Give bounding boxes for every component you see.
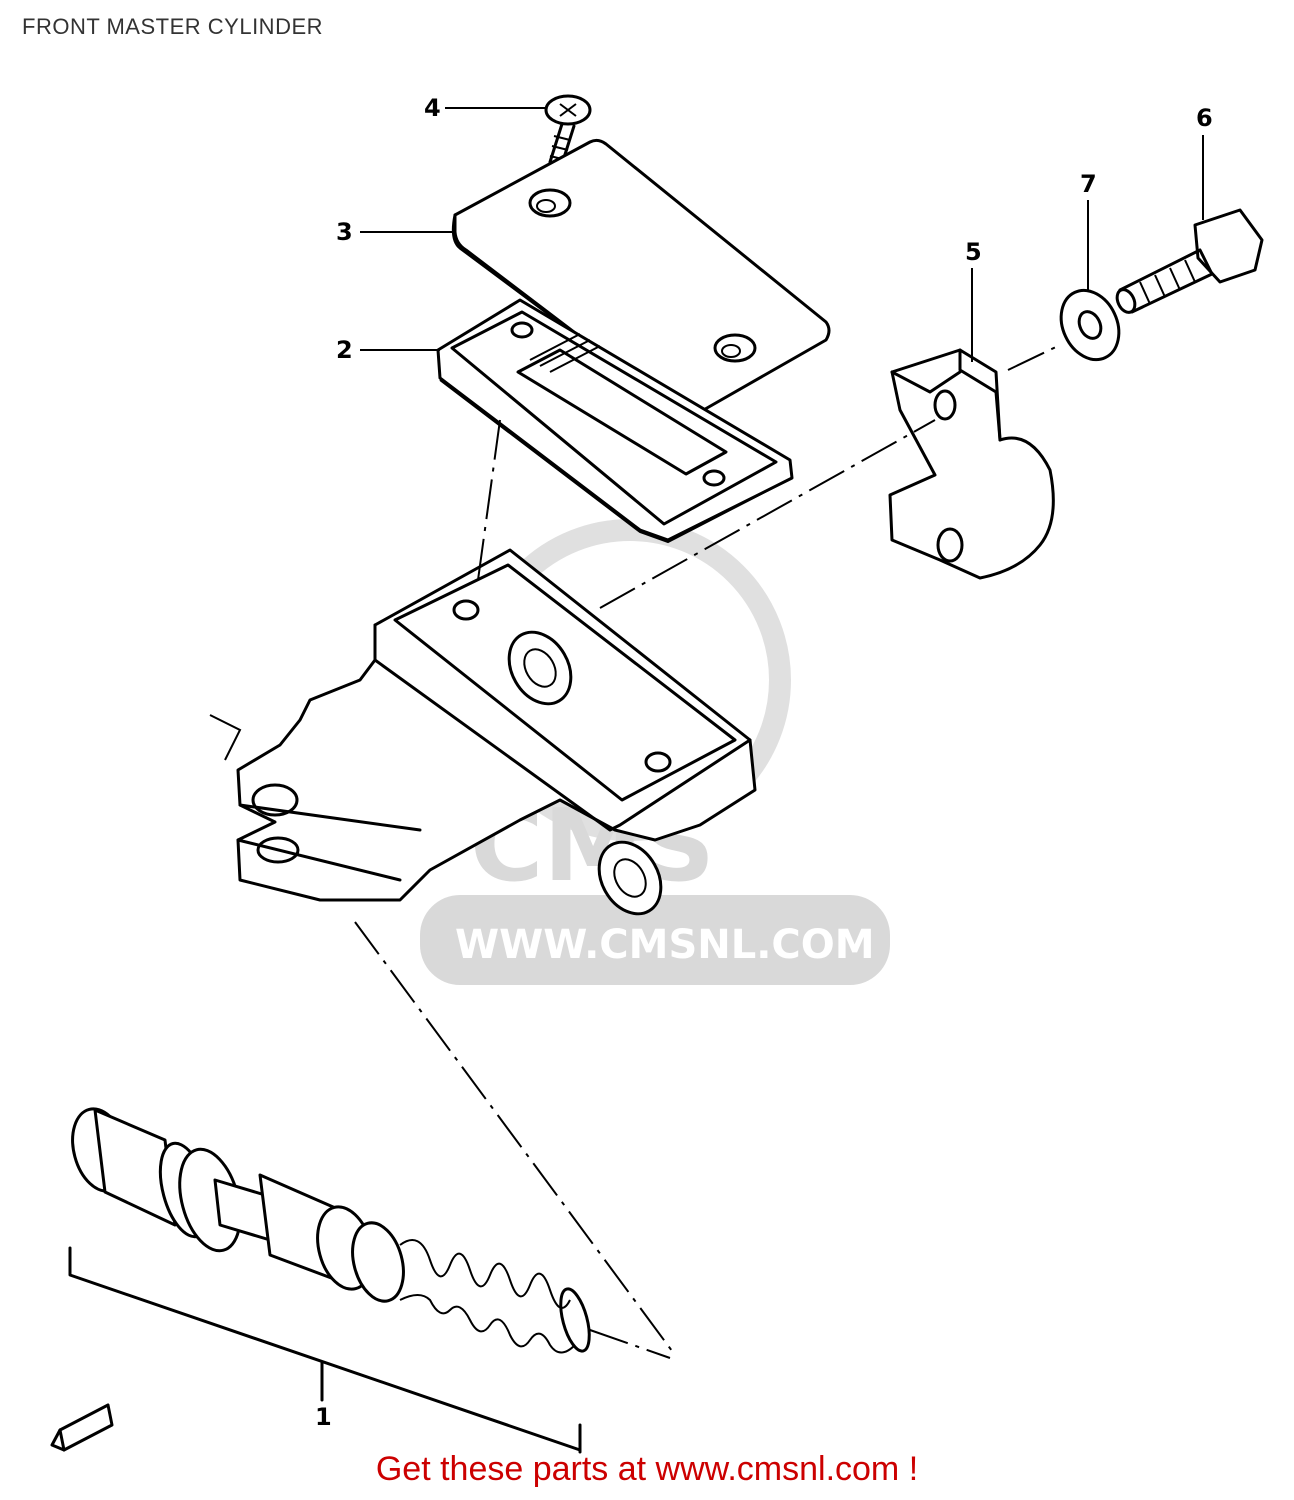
callout-6: 6	[1196, 104, 1213, 132]
callout-5: 5	[965, 238, 982, 266]
master-cylinder-body	[209, 548, 757, 916]
piston-assy-part	[71, 1107, 591, 1354]
callout-3: 3	[336, 218, 353, 246]
leader-lines	[360, 107, 1204, 362]
front-direction-arrow-icon	[50, 1403, 114, 1452]
washer-part	[1059, 288, 1121, 362]
callout-1: 1	[315, 1403, 332, 1431]
alignment-lines	[354, 344, 1061, 1359]
callout-2: 2	[336, 336, 353, 364]
bolt-part	[1115, 208, 1264, 314]
watermark-url: WWW.CMSNL.COM	[455, 922, 875, 968]
callout-7: 7	[1080, 170, 1097, 198]
screw-part	[544, 94, 592, 166]
holder-clamp-part	[888, 348, 1055, 580]
reservoir-cap-part	[451, 138, 831, 417]
parts-shop-link[interactable]: Get these parts at www.cmsnl.com !	[375, 1450, 919, 1488]
page-title: FRONT MASTER CYLINDER	[22, 14, 324, 39]
diaphragm-part	[436, 298, 794, 544]
callout-4: 4	[424, 94, 441, 122]
bracket-callout-1	[68, 1246, 582, 1454]
